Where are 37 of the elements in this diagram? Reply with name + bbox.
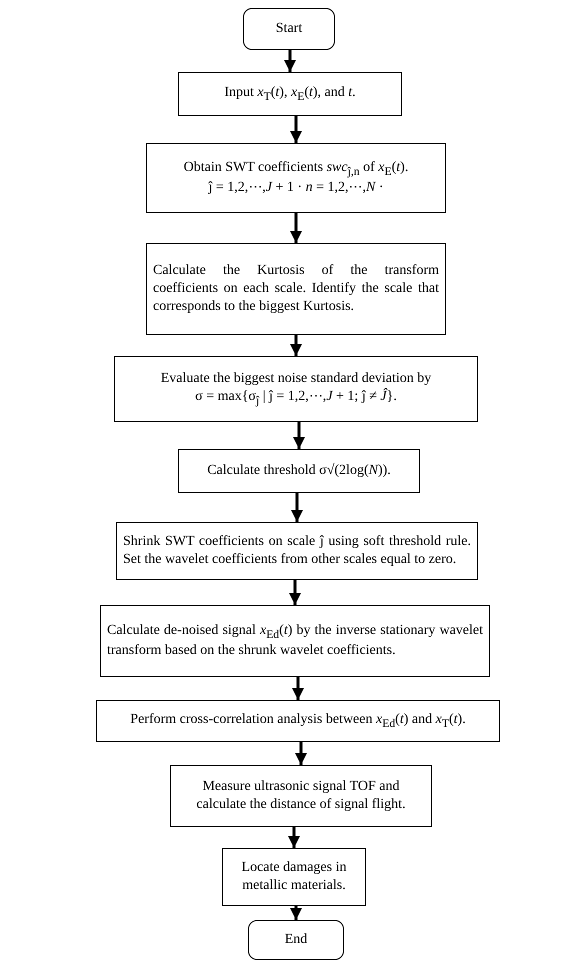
arrow (284, 50, 296, 72)
step-text: End (284, 930, 308, 949)
process-box (178, 72, 402, 116)
arrow (288, 827, 300, 848)
step-text: Locate damages in metallic materials. (240, 858, 348, 895)
terminal-box (243, 8, 335, 50)
process-box (146, 243, 446, 335)
arrow (291, 493, 303, 522)
step-text: Shrink SWT coefficients on scale ĵ using soft threshold rule. Set the wavelet coefficients from other scales equal to zero. (123, 532, 471, 569)
arrow (292, 677, 304, 700)
arrow (289, 580, 301, 605)
step-text: Evaluate the biggest noise standard deviation by (160, 370, 432, 388)
process-box (96, 700, 500, 742)
step-text: Calculate de-noised signal x$_{Ed}$(t) by the inverse stationary wavelet transform based on the shrunk wavelet coefficients. (107, 622, 483, 660)
step-text: Start (274, 20, 304, 38)
process-box (178, 449, 420, 493)
process-box (116, 522, 478, 580)
process-box (146, 143, 446, 213)
arrow (290, 335, 302, 356)
step-text: Perform cross-correlation analysis between x$_{Ed}$(t) and x$_{T}$(t). (129, 711, 467, 731)
arrow (293, 422, 305, 449)
arrow (290, 906, 302, 920)
process-box (100, 605, 490, 677)
process-box (114, 356, 478, 422)
process-box (170, 765, 432, 827)
process-box (222, 848, 366, 906)
formula-text: σ = max{σ$_{ĵ}$ | ĵ = 1,2,⋯,J + 1; ĵ ≠ Ĵ}. (194, 388, 398, 408)
step-text: Measure ultrasonic signal TOF and calculate the distance of signal flight. (195, 778, 407, 814)
step-text: Calculate threshold σ√(2log(N)). (206, 462, 392, 480)
arrow (295, 742, 307, 765)
arrow (290, 213, 302, 243)
step-text: Obtain SWT coefficients swc$_{ĵ,n}$ of x$_{E}$(t). (182, 158, 410, 179)
step-text: Calculate the Kurtosis of the transform coefficients on each scale. Identify the scale that corresponds to the biggest Kurtosis. (153, 262, 439, 316)
step-text: Input x$_{T}$(t), x$_{E}$(t), and t. (223, 84, 357, 104)
formula-text: ĵ = 1,2,⋯,J + 1 · n = 1,2,⋯,N · (207, 178, 384, 197)
arrow (290, 116, 302, 143)
terminal-box (248, 920, 344, 960)
